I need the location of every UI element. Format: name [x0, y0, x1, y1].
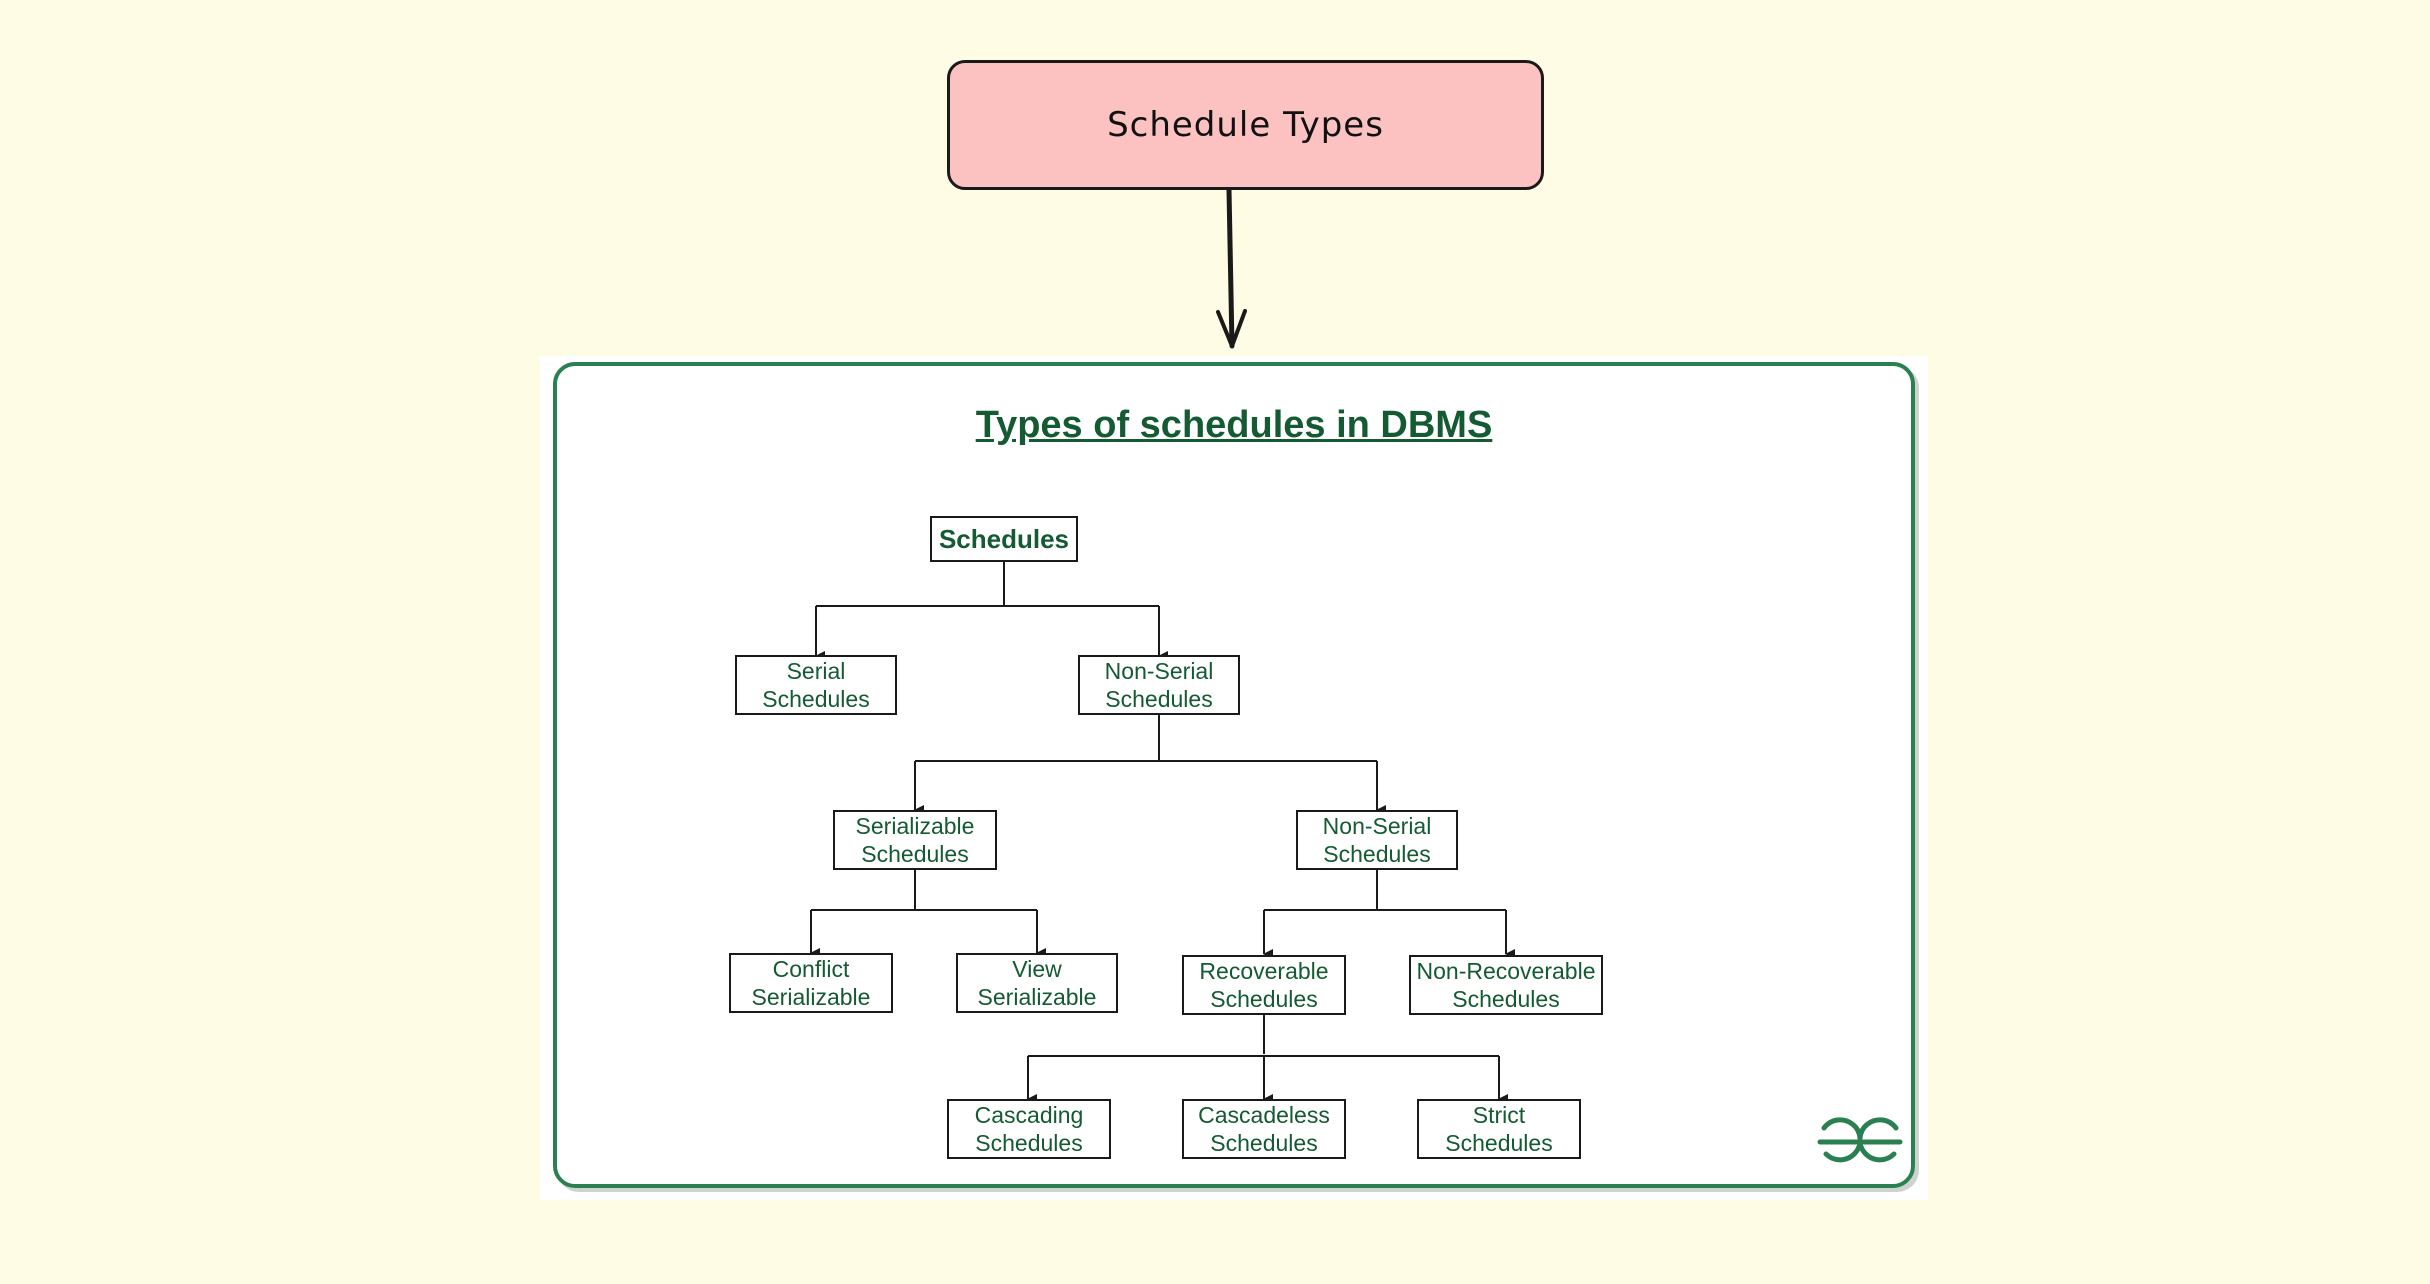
schedule-types-box: Schedule Types — [947, 60, 1544, 190]
card-border — [553, 362, 1915, 1188]
diagram-title: Types of schedules in DBMS — [975, 404, 1493, 446]
diagram-card: Types of schedules in DBMS — [540, 356, 1928, 1200]
tree-connectors — [810, 562, 1515, 1104]
header-arrow — [1216, 187, 1247, 349]
node-schedules: Schedules — [930, 516, 1078, 562]
gfg-logo-icon — [1817, 1117, 1903, 1163]
schedule-types-label: Schedule Types — [1107, 105, 1384, 145]
